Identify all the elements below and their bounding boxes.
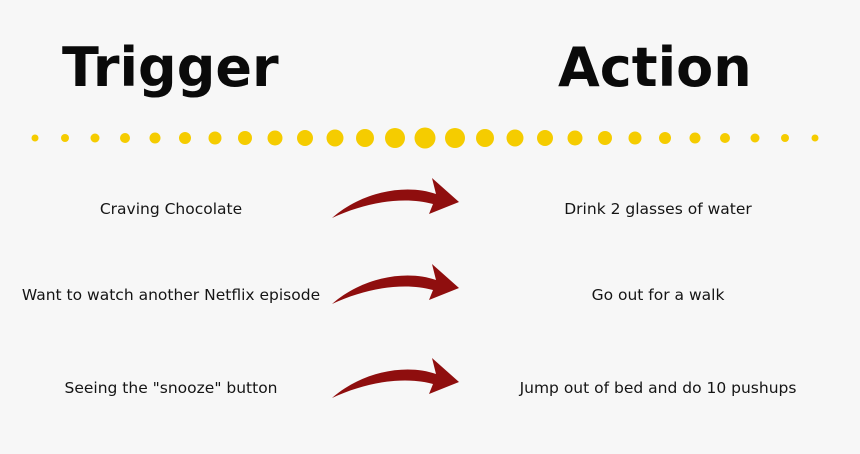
dotted-divider [31, 127, 819, 149]
divider-dot [811, 134, 819, 142]
divider-dot [90, 133, 100, 143]
divider-dot [537, 130, 553, 146]
divider-dot [238, 131, 252, 145]
action-text: Jump out of bed and do 10 pushups [519, 379, 797, 397]
divider-dot [385, 128, 405, 148]
divider-dot [149, 132, 161, 144]
divider-dot [720, 133, 730, 143]
divider-dot [120, 133, 130, 143]
divider-dot [208, 131, 222, 145]
divider-dot [628, 131, 642, 145]
divider-dot [506, 129, 524, 147]
divider-dot [326, 129, 344, 147]
trigger-text: Want to watch another Netflix episode [21, 286, 321, 304]
divider-dot [659, 132, 671, 144]
action-heading: Action [558, 36, 752, 99]
divider-dot [267, 130, 283, 146]
action-text: Go out for a walk [591, 286, 725, 304]
trigger-heading: Trigger [62, 36, 279, 99]
divider-dot [61, 134, 69, 142]
trigger-text: Seeing the "snooze" button [64, 379, 278, 397]
divider-dot [31, 134, 39, 142]
arrow-right-icon [332, 178, 459, 218]
divider-dot [750, 133, 760, 143]
divider-dot [297, 130, 313, 146]
divider-dot [476, 129, 494, 147]
arrow-right-icon [332, 264, 459, 304]
divider-dot [356, 129, 374, 147]
action-text: Drink 2 glasses of water [564, 200, 752, 218]
divider-dot [781, 134, 789, 142]
divider-dot [689, 132, 701, 144]
arrow-right-icon [332, 358, 459, 398]
divider-dot [445, 128, 465, 148]
divider-dot [179, 132, 191, 144]
divider-dot [598, 131, 612, 145]
divider-dot [414, 127, 436, 149]
divider-dot [567, 130, 583, 146]
trigger-text: Craving Chocolate [99, 200, 243, 218]
